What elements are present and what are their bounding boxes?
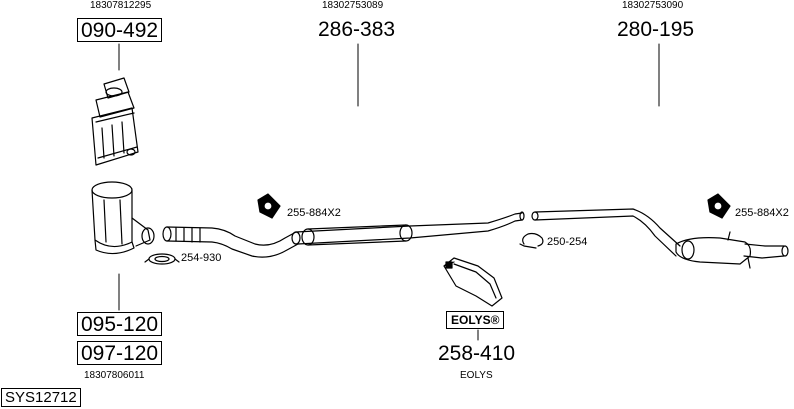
eolys-tank bbox=[443, 257, 503, 307]
part-number-090-492[interactable]: 090-492 bbox=[77, 18, 163, 42]
oem-number-top-right: 18302753090 bbox=[622, 0, 684, 11]
oem-number-bottom-left: 18307806011 bbox=[84, 370, 145, 381]
part-number-gasket-right[interactable]: 255-884X2 bbox=[735, 207, 789, 219]
gasket-right bbox=[707, 193, 731, 219]
part-number-gasket-left[interactable]: 255-884X2 bbox=[287, 207, 341, 219]
particulate-filter bbox=[91, 181, 155, 255]
part-number-095-120[interactable]: 095-120 bbox=[77, 312, 163, 336]
part-number-286-383[interactable]: 286-383 bbox=[318, 18, 396, 41]
leader-lines bbox=[118, 43, 660, 341]
eolys-label-box: EOLYS® bbox=[446, 311, 505, 329]
rear-silencer bbox=[531, 208, 789, 269]
part-number-clamp-254-930[interactable]: 254-930 bbox=[181, 252, 222, 264]
gasket-left bbox=[257, 193, 281, 219]
part-number-258-410[interactable]: 258-410 bbox=[438, 342, 516, 365]
clamp-250-254 bbox=[519, 232, 544, 249]
front-flex-pipe bbox=[162, 226, 301, 258]
clamp-254-930 bbox=[144, 253, 180, 265]
eolys-caption: EOLYS bbox=[460, 370, 493, 381]
system-code: SYS12712 bbox=[1, 388, 81, 407]
part-number-280-195[interactable]: 280-195 bbox=[617, 18, 695, 41]
part-number-clamp-250-254[interactable]: 250-254 bbox=[547, 236, 588, 248]
oem-number-top-left: 18307812295 bbox=[90, 0, 152, 11]
catalytic-converter-upper bbox=[91, 77, 139, 166]
middle-silencer bbox=[295, 211, 525, 246]
oem-number-top-mid: 18302753089 bbox=[322, 0, 384, 11]
part-number-097-120[interactable]: 097-120 bbox=[77, 341, 163, 365]
